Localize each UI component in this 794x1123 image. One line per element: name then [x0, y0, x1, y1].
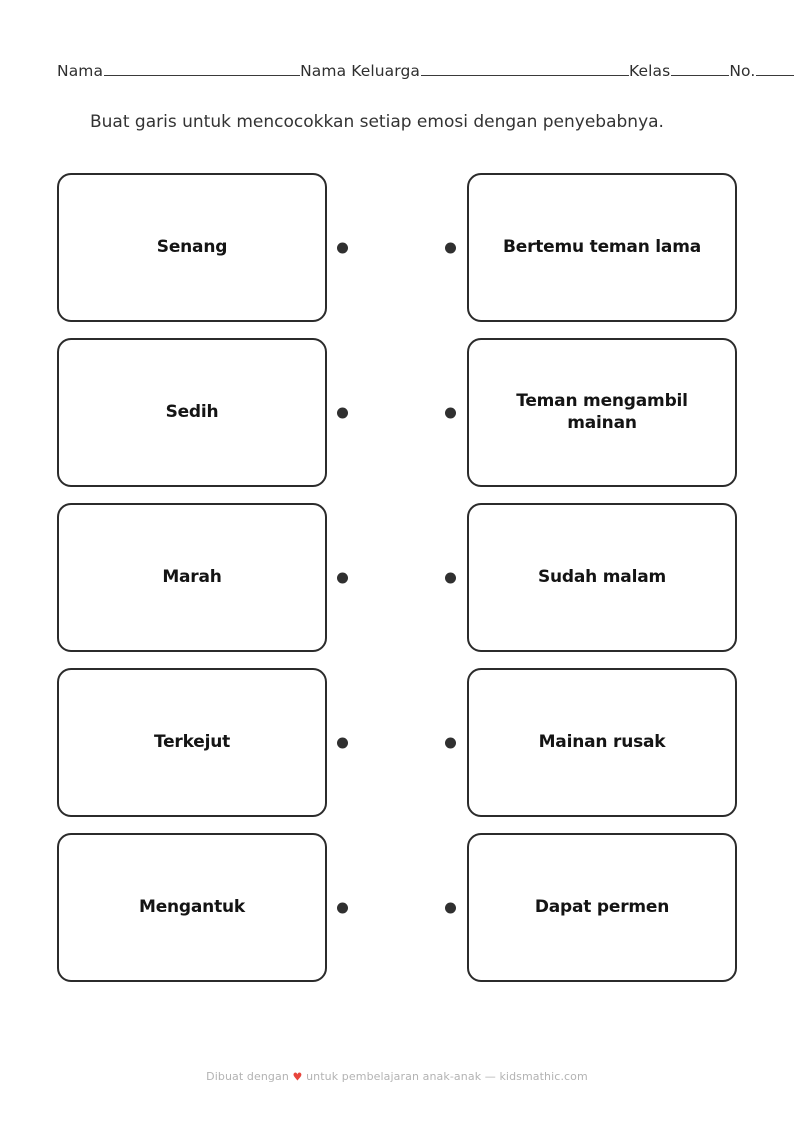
dot-icon: [445, 572, 456, 583]
connector-dot-right[interactable]: [445, 242, 456, 253]
emotion-label: Mengantuk: [138, 896, 246, 917]
cause-label: Teman mengambil mainan: [516, 391, 688, 433]
matching-row: Marah Sudah malam: [57, 503, 737, 652]
field-no-input-line[interactable]: [756, 63, 794, 76]
connector-dot-right[interactable]: [445, 407, 456, 418]
footer-credit: Dibuat dengan ♥ untuk pembelajaran anak-…: [0, 1070, 794, 1084]
cause-label: Sudah malam: [537, 566, 666, 587]
field-nama-keluarga-input-line[interactable]: [421, 63, 630, 76]
cause-label: Mainan rusak: [538, 731, 666, 752]
matching-row: Mengantuk Dapat permen: [57, 833, 737, 982]
field-nama-input-line[interactable]: [104, 63, 301, 76]
dot-icon: [445, 902, 456, 913]
connector-dot-right[interactable]: [445, 572, 456, 583]
dot-icon: [337, 407, 348, 418]
matching-row: Senang Bertemu teman lama: [57, 173, 737, 322]
footer-text-after: untuk pembelajaran anak-anak — kidsmathi…: [306, 1070, 588, 1083]
cause-card[interactable]: Mainan rusak: [467, 668, 737, 817]
connector-dot-left[interactable]: [337, 737, 348, 748]
emotion-label: Sedih: [165, 401, 219, 422]
cause-card[interactable]: Bertemu teman lama: [467, 173, 737, 322]
heart-icon: ♥: [292, 1070, 303, 1084]
dot-icon: [445, 407, 456, 418]
connector-dot-right[interactable]: [445, 902, 456, 913]
emotion-card[interactable]: Marah: [57, 503, 327, 652]
field-nama-label: Nama: [57, 62, 104, 80]
field-kelas: Kelas: [629, 62, 730, 80]
cause-label: Dapat permen: [534, 896, 670, 917]
dot-icon: [337, 242, 348, 253]
matching-row: Sedih Teman mengambil mainan: [57, 338, 737, 487]
field-no-label: No.: [729, 62, 756, 80]
emotion-card[interactable]: Mengantuk: [57, 833, 327, 982]
emotion-label: Terkejut: [153, 731, 231, 752]
dot-icon: [445, 737, 456, 748]
field-no: No.: [729, 62, 794, 80]
connector-dot-left[interactable]: [337, 902, 348, 913]
matching-exercise: Senang Bertemu teman lama Sedih Teman me…: [57, 173, 737, 982]
emotion-label: Marah: [162, 566, 222, 587]
cause-label: Bertemu teman lama: [502, 236, 701, 257]
field-nama-keluarga: Nama Keluarga: [300, 62, 630, 80]
emotion-card[interactable]: Sedih: [57, 338, 327, 487]
field-nama: Nama: [57, 62, 301, 80]
cause-card[interactable]: Teman mengambil mainan: [467, 338, 737, 487]
student-info-header: Nama Nama Keluarga Kelas No.: [57, 62, 794, 80]
emotion-label: Senang: [156, 236, 228, 257]
matching-row: Terkejut Mainan rusak: [57, 668, 737, 817]
field-kelas-input-line[interactable]: [671, 63, 730, 76]
dot-icon: [337, 737, 348, 748]
connector-dot-left[interactable]: [337, 242, 348, 253]
dot-icon: [337, 902, 348, 913]
dot-icon: [445, 242, 456, 253]
connector-dot-right[interactable]: [445, 737, 456, 748]
cause-card[interactable]: Sudah malam: [467, 503, 737, 652]
emotion-card[interactable]: Senang: [57, 173, 327, 322]
cause-card[interactable]: Dapat permen: [467, 833, 737, 982]
footer-text-before: Dibuat dengan: [206, 1070, 289, 1083]
dot-icon: [337, 572, 348, 583]
connector-dot-left[interactable]: [337, 407, 348, 418]
field-nama-keluarga-label: Nama Keluarga: [300, 62, 421, 80]
instruction-text: Buat garis untuk mencocokkan setiap emos…: [90, 112, 664, 132]
field-kelas-label: Kelas: [629, 62, 671, 80]
connector-dot-left[interactable]: [337, 572, 348, 583]
emotion-card[interactable]: Terkejut: [57, 668, 327, 817]
